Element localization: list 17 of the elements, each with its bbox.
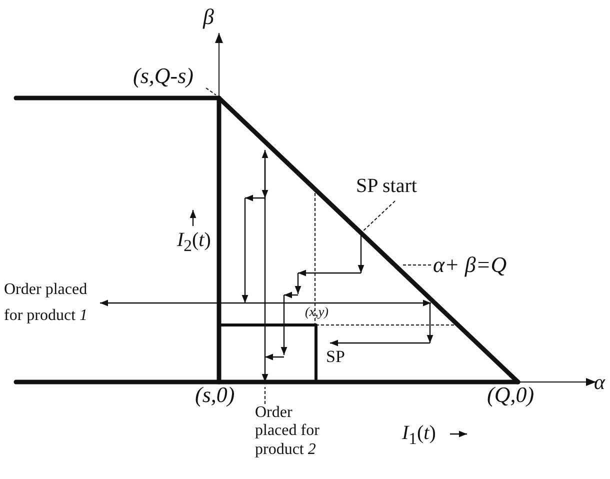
- leader-line: [206, 88, 216, 96]
- annotation-text: Order placed for product 1: [4, 280, 89, 326]
- axis-label: β: [203, 4, 214, 30]
- point-label: (x,y): [305, 305, 328, 320]
- leader-line: [264, 386, 266, 404]
- annotation-text: SP start: [356, 175, 417, 198]
- region-label: SP: [326, 347, 345, 367]
- axis-label: α: [594, 370, 606, 394]
- point-label: (Q,0): [487, 382, 534, 408]
- annotation-text: α+ β=Q: [433, 252, 507, 278]
- variable-label: I$_{1}$(t): [402, 422, 436, 448]
- leader-line: [362, 200, 396, 232]
- annotation-text: (s,Q-s): [133, 63, 194, 88]
- annotation-text: Order placed for product 2: [255, 404, 335, 460]
- leader-line: [400, 264, 432, 266]
- point-label: (s,0): [195, 382, 235, 408]
- variable-label: I$_{2}$(t): [177, 229, 211, 256]
